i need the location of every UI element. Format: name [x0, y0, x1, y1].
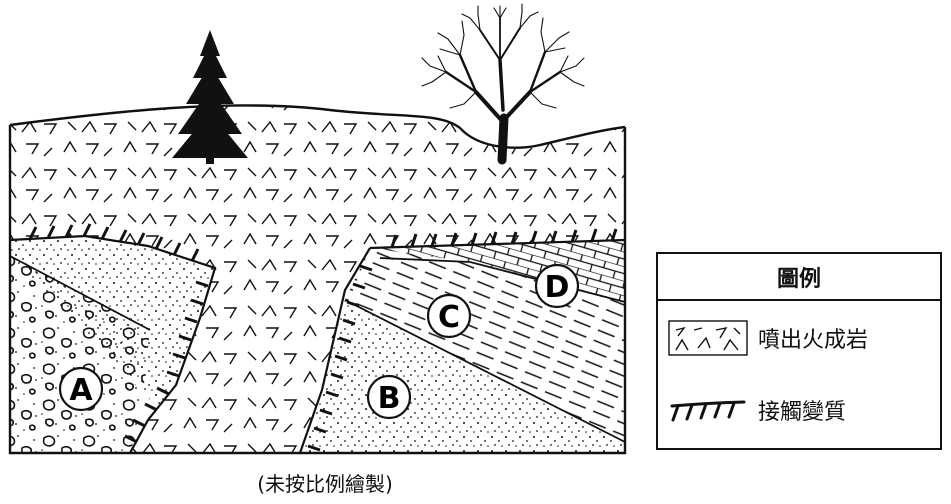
unit-label-a: A	[58, 366, 104, 412]
unit-a-sandstone	[10, 236, 215, 410]
unit-label-b: B	[366, 374, 412, 420]
contact-metamorphism-marks	[28, 223, 618, 452]
deciduous-tree-icon	[421, 3, 585, 165]
section-frame	[8, 125, 627, 455]
legend-title: 圖例	[658, 254, 940, 301]
unit-d-limestone	[370, 240, 625, 302]
legend-item-contact: 接觸變質	[668, 394, 846, 426]
svg-text:A: A	[69, 373, 93, 408]
contact-boundaries	[9, 234, 626, 454]
legend-label-contact: 接觸變質	[758, 400, 847, 425]
legend-box: 圖例 噴出火成岩 接觸	[656, 252, 942, 450]
unit-a-conglomerate	[10, 256, 150, 453]
legend-label-volcanic: 噴出火成岩	[758, 328, 869, 353]
scale-caption: (未按比例繪製)	[257, 472, 393, 496]
svg-text:D: D	[545, 270, 570, 305]
svg-text:C: C	[438, 300, 460, 335]
legend-item-volcanic: 噴出火成岩	[668, 320, 868, 356]
conifer-tree-icon	[172, 30, 248, 164]
ground-surface	[9, 104, 626, 149]
unit-label-c: C	[426, 293, 472, 339]
unit-label-d: D	[534, 263, 580, 309]
contact-metamorphism-symbol-icon	[670, 400, 746, 422]
volcanic-rock-symbol-icon	[668, 320, 748, 356]
svg-text:B: B	[378, 381, 401, 416]
